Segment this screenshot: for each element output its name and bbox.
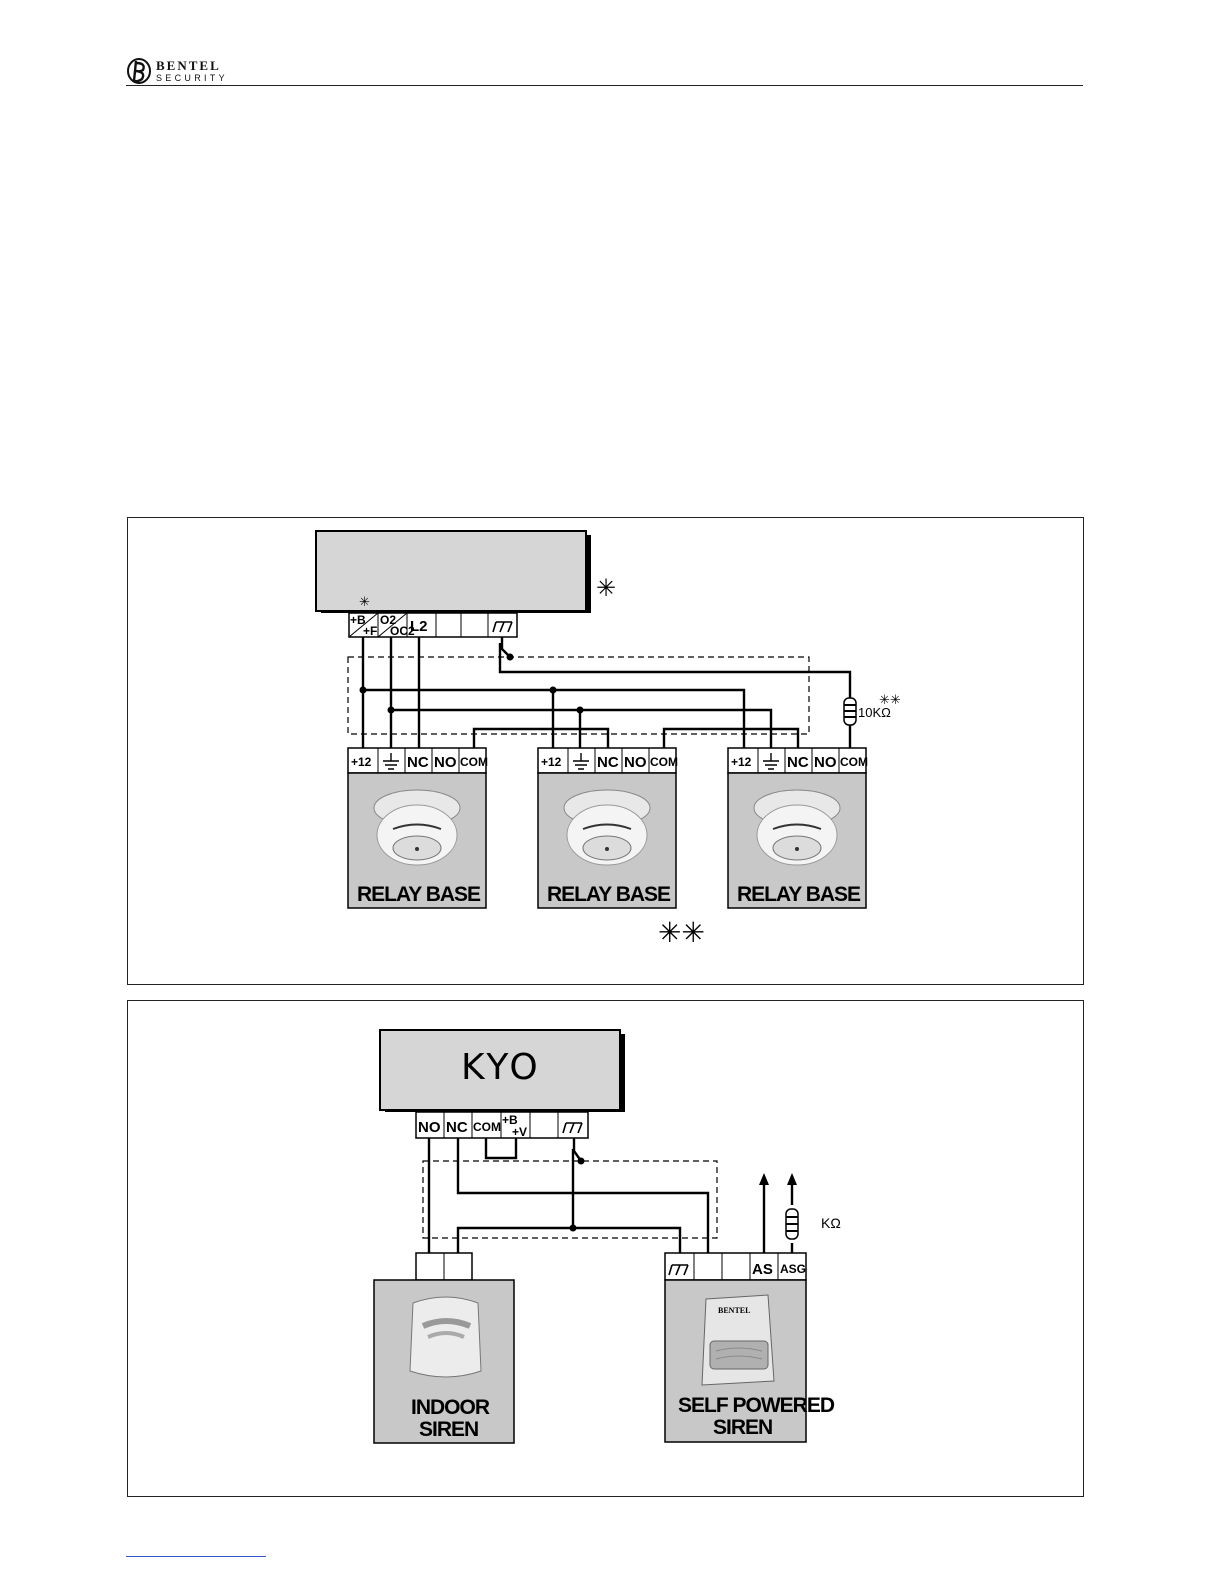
- bottom-note-mark: ✳✳: [658, 917, 705, 948]
- detector-2-label: RELAY BASE: [547, 883, 671, 906]
- resistor-icon: [786, 1209, 798, 1239]
- control-panel: [316, 531, 591, 613]
- panel-name: KYO: [461, 1047, 541, 1088]
- terminal-nc: NC: [446, 1119, 468, 1136]
- resistor-icon: [844, 698, 856, 725]
- resistor-label: 10KΩ: [858, 705, 891, 720]
- wiring: [363, 637, 850, 760]
- indoor-siren-label-2: SIREN: [419, 1418, 478, 1441]
- detector-3-terminal-12: +12: [731, 755, 752, 769]
- detector-2-terminal-no: NO: [624, 754, 647, 771]
- detector-3-label: RELAY BASE: [737, 883, 861, 906]
- terminal-note-mark: ✳: [359, 594, 370, 609]
- terminal-asg: ASG: [780, 1262, 806, 1276]
- junction-dots: [360, 654, 584, 714]
- detector-1-terminal-com: COM: [460, 755, 488, 769]
- detector-2-terminal-nc: NC: [597, 754, 619, 771]
- terminal-l2: L2: [410, 618, 428, 635]
- detector-2-terminal-com: COM: [650, 755, 678, 769]
- footer-rule: [126, 1556, 266, 1557]
- wiring: [429, 1138, 792, 1261]
- detector-3-terminal-com: COM: [840, 755, 868, 769]
- detector-1-terminal-no: NO: [434, 754, 457, 771]
- brand-logo: BENTEL SECURITY: [126, 55, 246, 89]
- resistor-label: KΩ: [821, 1215, 841, 1231]
- bentel-logo-icon: [126, 55, 152, 85]
- indoor-siren-label-1: INDOOR: [411, 1396, 490, 1419]
- brand-name: BENTEL: [156, 58, 221, 74]
- terminal-com: COM: [473, 1120, 501, 1134]
- arrow-up-icon: [759, 1173, 797, 1185]
- siren-wiring-diagram: KYO NO NC COM +B +V: [127, 1000, 1084, 1497]
- detector-3-terminal-nc: NC: [787, 754, 809, 771]
- detector-1-terminal-nc: NC: [407, 754, 429, 771]
- header-rule: [126, 85, 1083, 86]
- terminal-plus-v: +V: [512, 1125, 527, 1139]
- detector-1-label: RELAY BASE: [357, 883, 481, 906]
- detector-wiring-diagram: ✳ ✳ +B +F O2 OC2 L2: [127, 517, 1084, 985]
- self-powered-siren-label-1: SELF POWERED: [678, 1394, 835, 1417]
- terminal-plus-f: +F: [363, 624, 377, 638]
- terminal-as: AS: [752, 1261, 773, 1278]
- panel-note-mark: ✳: [596, 575, 616, 602]
- self-powered-siren-label-2: SIREN: [713, 1416, 772, 1439]
- junction-dots: [570, 1158, 585, 1232]
- brand-subtitle: SECURITY: [156, 73, 228, 83]
- siren-brand: BENTEL: [718, 1306, 750, 1315]
- cable-shield: [348, 657, 809, 734]
- detector-2-terminal-12: +12: [541, 755, 562, 769]
- detector-1-terminal-12: +12: [351, 755, 372, 769]
- terminal-no: NO: [418, 1119, 441, 1136]
- detector-3-terminal-no: NO: [814, 754, 837, 771]
